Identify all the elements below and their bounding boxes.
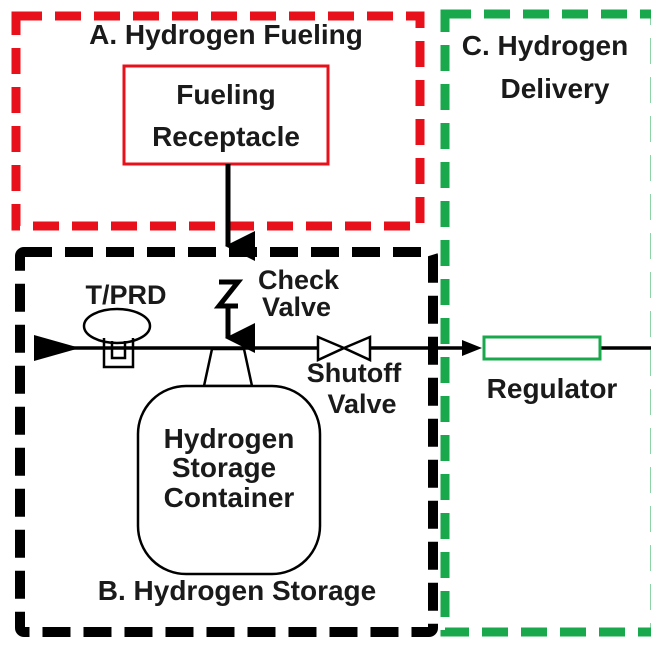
regulator-label: Regulator bbox=[487, 373, 618, 404]
storage-section-title: B. Hydrogen Storage bbox=[98, 575, 376, 606]
inlet-arrowhead bbox=[34, 335, 80, 361]
fueling-receptacle-label-line1: Fueling bbox=[176, 79, 276, 110]
storage-section-border bbox=[15, 247, 438, 637]
shutoff-valve-label-line1: Shutoff bbox=[307, 358, 402, 388]
tprd-cap bbox=[82, 307, 152, 345]
shutoff-valve-symbol bbox=[316, 335, 372, 362]
container-label-line3: Container bbox=[164, 482, 295, 513]
regulator-inlet-arrowhead bbox=[462, 340, 482, 356]
regulator-box bbox=[482, 335, 602, 361]
container-body bbox=[136, 384, 322, 576]
delivery-section-border bbox=[440, 9, 651, 637]
shutoff-valve-label-line2: Valve bbox=[327, 389, 396, 419]
tprd-body bbox=[102, 338, 135, 369]
container-label-line2: Storage bbox=[172, 452, 276, 483]
container-label-line1: Hydrogen bbox=[164, 423, 295, 454]
delivery-section-title-line1: C. Hydrogen bbox=[462, 30, 628, 61]
check-valve-symbol bbox=[213, 279, 244, 309]
fueling-section-border bbox=[11, 11, 425, 231]
tprd-label: T/PRD bbox=[86, 280, 167, 310]
fueling-receptacle-label-line2: Receptacle bbox=[152, 121, 300, 152]
container-neck bbox=[202, 347, 254, 388]
check-valve-label-line1: Check bbox=[258, 265, 340, 295]
fueling-section-title: A. Hydrogen Fueling bbox=[89, 19, 363, 50]
check-valve-label-line2: Valve bbox=[262, 292, 331, 322]
delivery-section-title-line2: Delivery bbox=[501, 73, 610, 104]
